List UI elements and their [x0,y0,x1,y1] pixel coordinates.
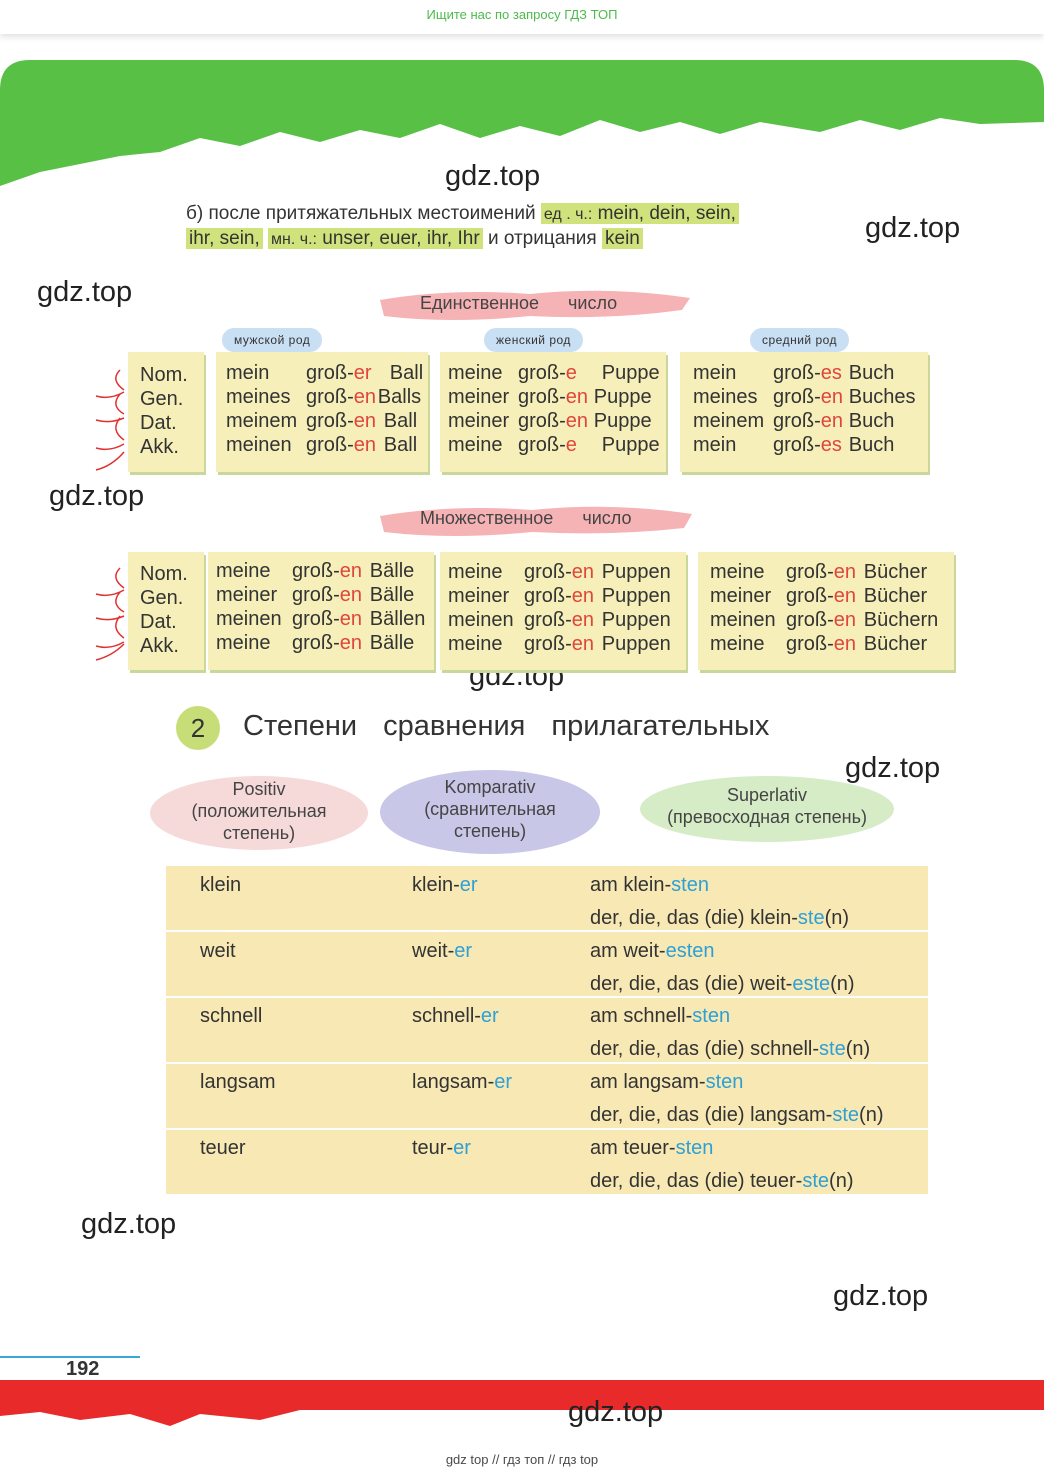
sg-highlight-2: ihr, sein, [186,228,263,249]
comparison-band [166,932,928,996]
section-number: 2 [176,706,220,750]
red-footer-band [0,1380,1044,1426]
sg-masc-card [216,352,428,472]
watermark: gdz.top [845,752,941,784]
watermark: gdz.top [445,160,541,192]
singular-title: Единственное число [420,293,618,313]
footer-links[interactable]: gdz top // гдз топ // гдз top [445,1452,599,1467]
watermark: gdz.top [49,480,145,512]
neg-word: kein [602,228,643,249]
komparativ-oval: Komparativ (сравнительная степень) [380,770,600,854]
sg-cases-card [128,352,204,472]
pl-masc-card [208,552,434,670]
intro-prefix: б) после притяжательных местоимений [186,203,536,224]
comparison-band [166,1130,928,1194]
sg-fem-card [440,352,666,472]
pl-neut-card [698,552,954,670]
green-header-band [0,60,1044,186]
sg-neut-card [680,352,928,472]
comparison-band [166,866,928,930]
search-hint[interactable]: Ищите нас по запросу ГДЗ ТОП [426,7,618,22]
pl-cases-card [128,552,204,670]
gender-label-fem: женский род [484,328,583,352]
comparison-band [166,998,928,1062]
neg-text: и отрицания [487,228,597,249]
sg-cases: Nom.Gen.Dat.Akk. [140,364,188,458]
watermark: gdz.top [568,1396,664,1428]
comparison-band [166,1064,928,1128]
sg-highlight: ед . ч.: mein, dein, sein, [540,203,739,224]
superlativ-oval: Superlativ (превосходная степень) [640,776,894,842]
singular-ribbon [380,290,690,320]
pl-highlight: мн. ч.: unser, euer, ihr, Ihr [268,228,483,249]
top-search-bar: Ищите нас по запросу ГДЗ ТОП [0,0,1044,34]
page-number-rule [0,1356,140,1358]
gender-label-masc: мужской род [222,328,323,352]
red-scribbles [95,369,125,661]
positiv-oval: Positiv (положительная степень) [150,776,368,850]
plural-title: Множественное число [420,508,632,528]
pl-cases: Nom.Gen.Dat.Akk. [140,563,188,657]
section-title: Степени сравнения прилагательных [243,710,770,742]
watermark: gdz.top [865,212,961,244]
plural-ribbon [380,506,692,536]
intro-paragraph: б) после притяжательных местоимений ед .… [186,202,846,252]
watermark: gdz.top [37,276,133,308]
pl-fem-card [440,552,686,670]
watermark: gdz.top [833,1280,929,1312]
watermark: gdz.top [81,1208,177,1240]
gender-label-neut: средний род [750,328,850,352]
page-number: 192 [66,1358,100,1380]
